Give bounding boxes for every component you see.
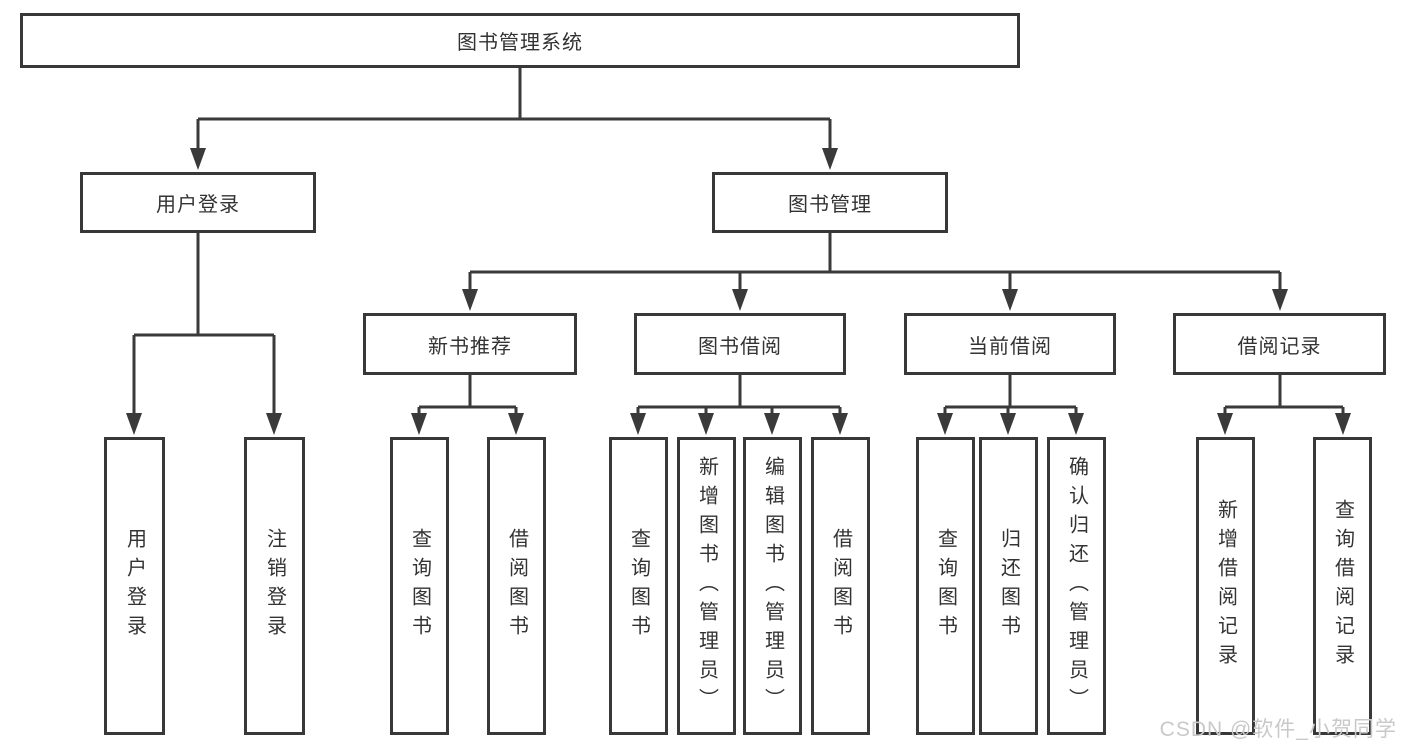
leaf-logout-label: 注销登录: [263, 528, 286, 644]
leaf-add-borrow-record: 新增借阅记录: [1196, 437, 1255, 735]
node-book-borrow-label: 图书借阅: [698, 335, 782, 358]
leaf-return-book: 归还图书: [979, 437, 1038, 735]
node-book-management-branch-label: 图书管理: [788, 194, 872, 216]
leaf-current-query-book: 查询图书: [916, 437, 975, 735]
leaf-user-login-label: 用户登录: [123, 528, 146, 644]
node-new-book-recommend: 新书推荐: [363, 313, 577, 375]
leaf-borrow-book: 借阅图书: [811, 437, 870, 735]
leaf-add-borrow-record-label: 新增借阅记录: [1214, 499, 1237, 673]
leaf-user-login: 用户登录: [104, 437, 165, 735]
leaf-confirm-return-admin-label: 确认归还（管理员）: [1065, 455, 1088, 717]
node-root: 图书管理系统: [20, 13, 1020, 68]
leaf-add-book-admin: 新增图书（管理员）: [677, 437, 736, 735]
node-borrow-records-label: 借阅记录: [1237, 335, 1322, 358]
leaf-borrow-book-label: 借阅图书: [829, 528, 852, 644]
node-new-book-recommend-label: 新书推荐: [428, 335, 512, 358]
leaf-query-borrow-record: 查询借阅记录: [1313, 437, 1372, 735]
node-book-management-branch: 图书管理: [712, 172, 948, 233]
node-current-borrow: 当前借阅: [904, 313, 1116, 375]
leaf-recommend-borrow-book: 借阅图书: [487, 437, 546, 735]
node-current-borrow-label: 当前借阅: [968, 335, 1052, 358]
leaf-add-book-admin-label: 新增图书（管理员）: [695, 455, 718, 717]
node-root-label: 图书管理系统: [457, 32, 583, 54]
leaf-current-query-book-label: 查询图书: [934, 528, 957, 644]
leaf-recommend-query-book-label: 查询图书: [408, 528, 431, 644]
leaf-confirm-return-admin: 确认归还（管理员）: [1047, 437, 1106, 735]
node-borrow-records: 借阅记录: [1173, 313, 1386, 375]
node-user-login-branch: 用户登录: [80, 172, 316, 233]
node-book-borrow: 图书借阅: [634, 313, 846, 375]
leaf-return-book-label: 归还图书: [997, 528, 1020, 644]
leaf-query-borrow-record-label: 查询借阅记录: [1331, 499, 1354, 673]
csdn-watermark: CSDN @软件_小贺同学: [1159, 718, 1397, 741]
leaf-recommend-borrow-book-label: 借阅图书: [505, 528, 528, 644]
leaf-borrow-query-book: 查询图书: [609, 437, 668, 735]
leaf-logout: 注销登录: [244, 437, 305, 735]
node-user-login-branch-label: 用户登录: [156, 194, 240, 216]
leaf-recommend-query-book: 查询图书: [390, 437, 449, 735]
leaf-borrow-query-book-label: 查询图书: [627, 528, 650, 644]
leaf-edit-book-admin-label: 编辑图书（管理员）: [761, 455, 784, 717]
leaf-edit-book-admin: 编辑图书（管理员）: [743, 437, 802, 735]
